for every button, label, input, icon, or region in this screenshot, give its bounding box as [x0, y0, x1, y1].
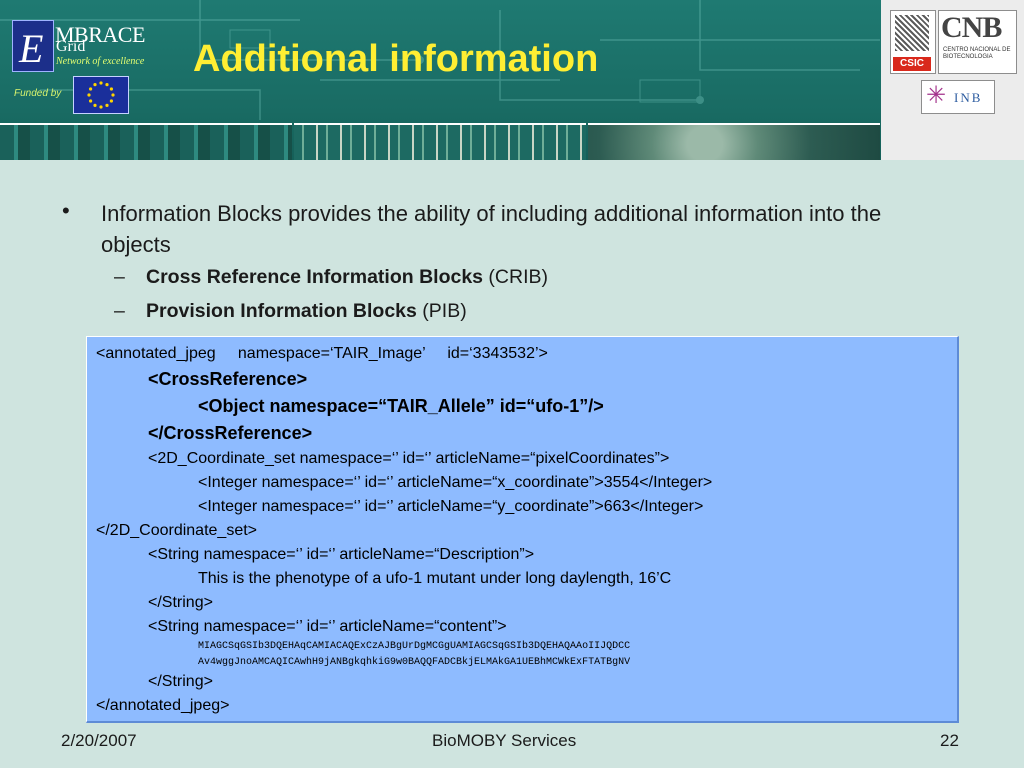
- brand-grid: Grid: [56, 38, 86, 55]
- sub-item-rest: (CRIB): [483, 266, 549, 288]
- header-image-strip-2: [294, 123, 586, 160]
- code-line: <2D_Coordinate_set namespace=‘’ id=‘’ ar…: [148, 450, 670, 467]
- code-line: <Integer namespace=‘’ id=‘’ articleName=…: [198, 498, 704, 515]
- cnb-logo: CNB CENTRO NACIONAL DE BIOTECNOLOGIA: [938, 10, 1017, 74]
- code-line: <annotated_jpeg namespace=‘TAIR_Image’ i…: [96, 345, 548, 362]
- dash-icon: –: [114, 266, 125, 288]
- code-line: <String namespace=‘’ id=‘’ articleName=“…: [148, 618, 507, 635]
- csic-logo: CSIC: [890, 10, 936, 74]
- header-banner: E MBRACE Grid Network of excellence Fund…: [0, 0, 1024, 160]
- header-image-strip-1: [0, 123, 292, 160]
- bullet-icon: •: [62, 198, 70, 223]
- xml-code-box: <annotated_jpeg namespace=‘TAIR_Image’ i…: [86, 336, 959, 723]
- code-line: </String>: [148, 673, 213, 690]
- code-line: </2D_Coordinate_set>: [96, 522, 257, 539]
- funded-by-label: Funded by: [14, 88, 62, 99]
- code-line: </String>: [148, 594, 213, 611]
- csic-tree-icon: [895, 15, 929, 51]
- code-line: MIAGCSqGSIb3DQEHAqCAMIACAQExCzAJBgUrDgMC…: [198, 641, 631, 652]
- sub-item-bold: Cross Reference Information Blocks: [146, 266, 484, 288]
- dash-icon: –: [114, 300, 125, 322]
- code-line: <CrossReference>: [148, 369, 308, 389]
- footer-date: 2/20/2007: [61, 731, 137, 750]
- cnb-subtitle: CENTRO NACIONAL DE BIOTECNOLOGIA: [943, 47, 1011, 60]
- slide-title: Additional information: [193, 38, 599, 80]
- footer-page-number: 22: [940, 731, 959, 750]
- code-line: <Object namespace=“TAIR_Allele” id=“ufo-…: [198, 396, 604, 416]
- code-line: </annotated_jpeg>: [96, 697, 230, 714]
- embrace-logo: E: [12, 20, 54, 72]
- header-image-strip-3: [588, 123, 880, 160]
- inb-star-icon: ✳: [926, 82, 947, 109]
- brand-name: MBRACE: [55, 22, 145, 47]
- cnb-label: CNB: [941, 11, 1002, 44]
- inb-label: INB: [954, 90, 983, 105]
- eu-flag-icon: [73, 76, 129, 114]
- circuit-pattern: [0, 0, 880, 120]
- inb-logo: ✳ INB: [921, 80, 995, 114]
- bullet-text: Information Blocks provides the ability …: [101, 201, 882, 257]
- sub-item-bold: Provision Information Blocks: [146, 300, 417, 322]
- sub-item-rest: (PIB): [416, 300, 467, 322]
- footer-title: BioMOBY Services: [432, 731, 577, 750]
- code-line: </CrossReference>: [148, 423, 313, 443]
- csic-label: CSIC: [893, 57, 931, 71]
- code-line: <Integer namespace=‘’ id=‘’ articleName=…: [198, 474, 713, 491]
- embrace-logo-mark: E: [19, 26, 44, 71]
- code-line: Av4wggJnoAMCAQICAwhH9jANBgkqhkiG9w0BAQQF…: [198, 657, 631, 668]
- code-line: <String namespace=‘’ id=‘’ articleName=“…: [148, 546, 535, 563]
- code-line: This is the phenotype of a ufo-1 mutant …: [198, 570, 672, 587]
- brand-tagline: Network of excellence: [56, 56, 145, 67]
